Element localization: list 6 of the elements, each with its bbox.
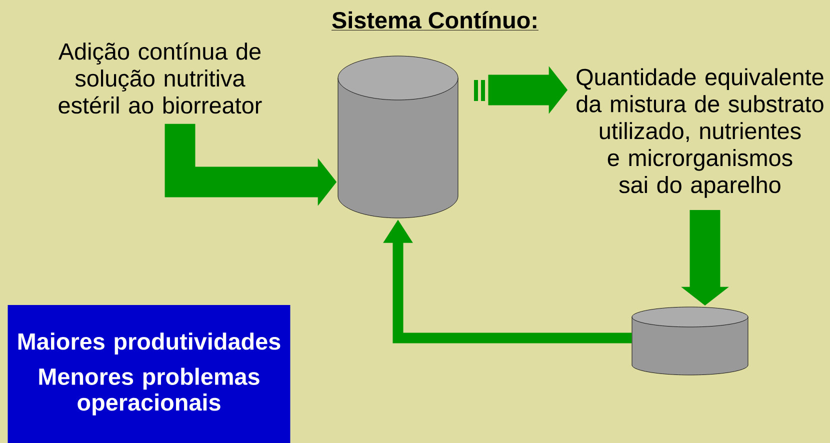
- annotation-text: Quantidade equivalente da mistura de substrato utilizado, nutrientes e microrganismos sai do aparelho: [576, 68, 824, 198]
- cylinder-drawing: [632, 306, 748, 376]
- cylinder-drawing: [338, 56, 458, 218]
- annotation-text: Adição contínua de solução nutritiva estéril ao biorreator: [58, 42, 262, 114]
- info-box: Maiores produtividades Menores problemas operacionais: [8, 305, 290, 443]
- title: Sistema Contínuo:: [331, 11, 539, 30]
